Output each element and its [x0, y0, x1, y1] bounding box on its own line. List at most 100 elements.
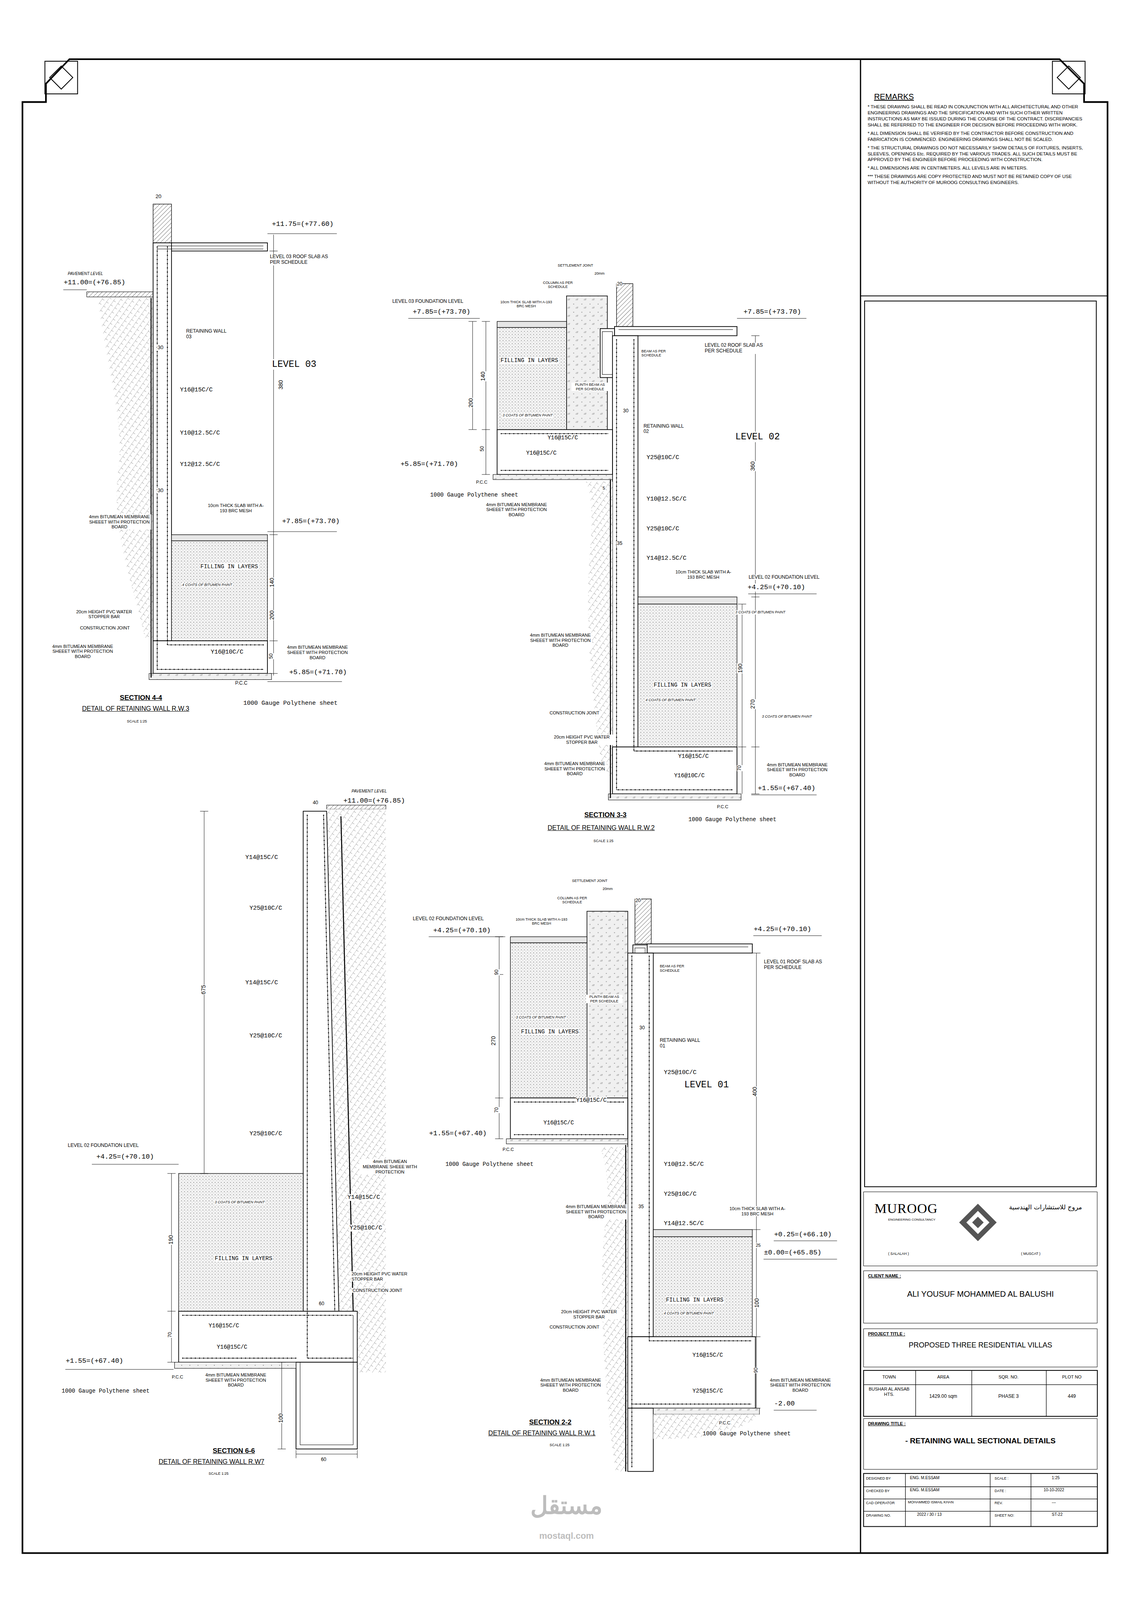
callout-text: Y25@10C/C: [646, 454, 680, 462]
callout-text: Y14@12.5C/C: [646, 554, 688, 562]
callout-text: +1.55=(+67.40): [428, 1129, 488, 1138]
note-text: P.C.C: [502, 1146, 515, 1153]
sheet-frame-part-part: [966, 1210, 990, 1234]
section-3-3-part: [612, 747, 737, 795]
sheet-frame-part: [863, 1370, 1097, 1417]
note-text: 3 COATS OF BITUMEN PAINT: [734, 610, 786, 615]
section-4-4-part: [153, 204, 172, 243]
callout-text: Y25@10C/C: [646, 525, 680, 533]
note-text: 10cm THICK SLAB WITH A-193 BRC MESH: [204, 502, 268, 514]
note-text: DETAIL OF RETAINING WALL R.W.2: [547, 824, 656, 832]
note-text: 30: [157, 344, 164, 351]
panel-text: ( MUSCAT ): [1020, 1251, 1041, 1256]
title-block-panel: DRAWING TITLE :- RETAINING WALL SECTIONA…: [863, 1418, 1097, 1470]
note-text: 5: [602, 485, 606, 491]
section-3-3-part: [616, 283, 634, 327]
panel-text: PROPOSED THREE RESIDENTIAL VILLAS: [867, 1341, 1093, 1350]
note-text: 30: [622, 408, 629, 414]
table-cell-text: 1429.00 sqm: [928, 1393, 958, 1400]
note-text: 4mm BITUMEAN MEMBRANE SHEEET WITH PROTEC…: [285, 644, 350, 661]
table-cell-text: AREA: [936, 1374, 950, 1380]
callout-text: Y16@10C/C: [673, 772, 706, 779]
note-text: 30: [157, 487, 164, 494]
callout-text: Y14@12.5C/C: [663, 1220, 705, 1228]
sheet-frame-part: [959, 1203, 997, 1242]
callout-text: +11.75=(+77.60): [271, 220, 334, 229]
dimension-text: 200: [268, 610, 276, 621]
callout-text: 1000 Gauge Polythene sheet: [687, 816, 777, 823]
callout-text: LEVEL 02: [734, 431, 781, 443]
note-text: 20: [635, 898, 642, 904]
note-text: 4mm BITUMEAN MEMBRANE SHEEET WITH PROTEC…: [204, 1372, 268, 1388]
note-text: 4mm BITUMEAN MEMBRANE SHEEE WITH PROTECT…: [359, 1158, 421, 1175]
callout-text: Y16@15C/C: [208, 1322, 240, 1329]
note-text: 10cm THICK SLAB WITH A-193 BRC MESH: [726, 1206, 789, 1217]
panel-text: CLIENT NAME :: [867, 1273, 1093, 1279]
callout-text: 1000 Gauge Polythene sheet: [702, 1430, 791, 1437]
note-text: DRAWING NO.: [865, 1513, 892, 1518]
section-2-2-part: [428, 935, 838, 1410]
note-text: BEAM AS PER SCHEDULE: [641, 349, 682, 358]
note-text: 40: [312, 800, 319, 806]
callout-text: +0.25=(+66.10): [773, 1230, 832, 1239]
note-text: 20cm HEIGHT PVC WATER STOPPER BAR: [556, 1309, 622, 1320]
section-6-6-part: [65, 811, 358, 1458]
section-6-6-part: [341, 816, 354, 1312]
note-text: ENG. M.ESSAM: [909, 1475, 940, 1481]
callout-text: +1.55=(+67.40): [65, 1357, 124, 1366]
note-text: SCALE 1:25: [549, 1442, 571, 1447]
callout-text: +4.25=(+70.10): [95, 1152, 155, 1162]
sheet-frame-part: [863, 1370, 1097, 1417]
section-4-4-part: [97, 298, 154, 638]
callout-text: Y16@15C/C: [575, 1096, 608, 1104]
dimension-text: 190: [736, 663, 744, 674]
callout-text: FILLING IN LAYERS: [214, 1255, 273, 1262]
note-text: P.C.C: [171, 1374, 184, 1380]
note-text: SCALE 1:25: [126, 719, 148, 724]
callout-text: FILLING IN LAYERS: [665, 1296, 725, 1304]
callout-text: Y16@10C/C: [210, 648, 244, 656]
section-title: SECTION 3-3: [583, 811, 628, 820]
section-4-4-part: [171, 540, 268, 641]
section-4-4-part: [63, 233, 342, 682]
title-block-panel: REMARKS* THESE DRAWING SHALL BE READ IN …: [863, 89, 1095, 292]
sheet-frame-part-part: [1052, 61, 1085, 94]
section-2-2-part: [635, 898, 652, 944]
dimension-text: 70: [167, 1331, 174, 1338]
note-text: 2022 / 30 / 13: [916, 1512, 942, 1518]
note-text: 1:25: [1051, 1475, 1060, 1481]
note-text: 20mm: [593, 271, 605, 276]
note-text: 4mm BITUMEAN MEMBRANE SHEEET WITH PROTEC…: [528, 632, 592, 648]
note-text: LEVEL 02 ROOF SLAB AS PER SCHEDULE: [704, 342, 770, 354]
note-text: 10cm THICK SLAB WITH A-193 BRC MESH: [513, 917, 570, 926]
section-6-6-part: [182, 815, 354, 1359]
callout-text: 1000 Gauge Polythene sheet: [61, 1387, 150, 1395]
note-text: CONSTRUCTION JOINT: [549, 1324, 600, 1330]
sheet-frame-part-part: [45, 61, 78, 94]
callout-text: 1000 Gauge Polythene sheet: [242, 699, 338, 707]
dimension-text: 90: [494, 969, 500, 976]
section-title: SECTION 6-6: [212, 1446, 256, 1455]
callout-text: Y16@15C/C: [216, 1343, 248, 1351]
note-text: 20: [616, 281, 623, 288]
callout-text: Y16@15C/C: [677, 753, 710, 760]
callout-text: FILLING IN LAYERS: [653, 681, 712, 689]
note-text: 20cm HEIGHT PVC WATER STOPPER BAR: [71, 609, 137, 620]
section-4-4-part: [157, 246, 264, 670]
dimension-text: 70: [736, 765, 743, 772]
note-text: PLINTH BEAM AS PER SCHEDULE: [585, 994, 623, 1004]
callout-text: Y10@12.5C/C: [663, 1161, 705, 1168]
section-3-3-part: [612, 335, 638, 748]
sheet-frame-part: [864, 300, 1097, 1187]
callout-text: Y25@10C/C: [663, 1190, 698, 1198]
dimension-text: 675: [200, 984, 207, 995]
note-text: LEVEL 01 ROOF SLAB AS PER SCHEDULE: [763, 959, 829, 971]
section-3-3: [408, 283, 817, 800]
callout-text: Y25@15C/C: [692, 1387, 724, 1395]
note-text: BEAM AS PER SCHEDULE: [659, 964, 700, 973]
sheet-frame-part-part: [1057, 66, 1081, 89]
note-text: LEVEL 03 FOUNDATION LEVEL: [391, 298, 464, 305]
panel-text: * ALL DIMENSION SHALL BE VERIFIED BY THE…: [867, 130, 1091, 143]
note-text: SCALE 1:25: [208, 1471, 230, 1476]
section-2-2-part: [510, 942, 587, 1098]
